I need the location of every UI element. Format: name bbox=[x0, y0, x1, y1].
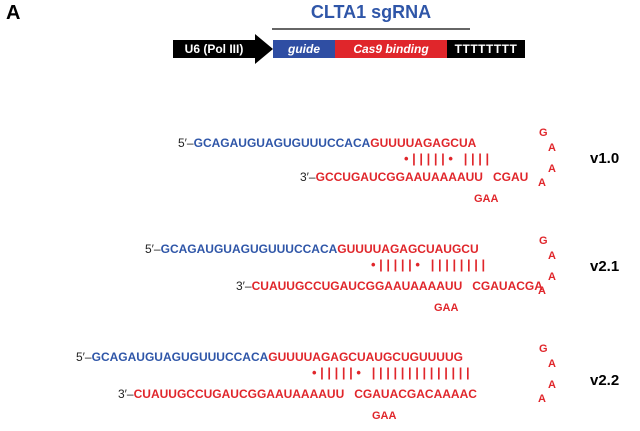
base-pair-marks: • | | | | | • | | | | | | | | bbox=[371, 257, 486, 272]
bottom-strand: 3′–CUAUUGCCUGAUCGGAAUAAAAUU CGAUACGACAAA… bbox=[118, 387, 477, 401]
scaffold-sequence: GUUUUAGAGCUAUGCUGUUUUG bbox=[268, 350, 463, 364]
loop-a: A bbox=[548, 250, 556, 262]
three-prime-label: 3′– bbox=[236, 279, 252, 293]
title-rule bbox=[272, 28, 470, 30]
loop-a: A bbox=[548, 358, 556, 370]
base-pair-marks: • | | | | | • | | | | | | | | | | | | | … bbox=[312, 365, 470, 380]
top-strand: 5′–GCAGAUGUAGUGUUUCCACAGUUUUAGAGCUAUGCUG… bbox=[76, 350, 463, 364]
bottom-sequence: GCCUGAUCGGAAUAAAAUU CGAU bbox=[315, 170, 529, 184]
loop-a: A bbox=[538, 177, 546, 189]
loop-g: G bbox=[539, 235, 548, 247]
bottom-strand: 3′–GCCUGAUCGGAAUAAAAUU CGAU bbox=[300, 170, 528, 184]
loop-a: A bbox=[538, 393, 546, 405]
bottom-strand: 3′–CUAUUGCCUGAUCGGAAUAAAAUU CGAUACGA bbox=[236, 279, 543, 293]
guide-sequence: GCAGAUGUAGUGUUUCCACA bbox=[91, 350, 269, 364]
loop-a: A bbox=[548, 163, 556, 175]
loop-a: A bbox=[548, 271, 556, 283]
loop-g: G bbox=[539, 127, 548, 139]
three-prime-label: 3′– bbox=[300, 170, 316, 184]
top-strand: 5′–GCAGAUGUAGUGUUUCCACAGUUUUAGAGCUA bbox=[178, 136, 476, 150]
promoter-segment: U6 (Pol III) bbox=[173, 40, 255, 58]
guide-sequence: GCAGAUGUAGUGUUUCCACA bbox=[193, 136, 371, 150]
five-prime-label: 5′– bbox=[76, 350, 92, 364]
base-pair-marks: • | | | | | • | | | | bbox=[404, 151, 490, 166]
loop-g: G bbox=[539, 343, 548, 355]
scaffold-sequence: GUUUUAGAGCUAUGCU bbox=[337, 242, 479, 256]
loop-a: A bbox=[548, 379, 556, 391]
bulge-label: GAA bbox=[474, 193, 499, 205]
five-prime-label: 5′– bbox=[145, 242, 161, 256]
bottom-sequence: CUAUUGCCUGAUCGGAAUAAAAUU CGAUACGA bbox=[251, 279, 543, 293]
version-label: v1.0 bbox=[590, 150, 620, 167]
scaffold-sequence: GUUUUAGAGCUA bbox=[370, 136, 477, 150]
version-label: v2.1 bbox=[590, 258, 620, 275]
bulge-label: GAA bbox=[372, 410, 397, 422]
top-strand: 5′–GCAGAUGUAGUGUUUCCACAGUUUUAGAGCUAUGCU bbox=[145, 242, 479, 256]
promoter-arrow-icon bbox=[255, 34, 273, 64]
guide-segment: guide bbox=[273, 40, 335, 58]
panel-letter: A bbox=[6, 2, 21, 24]
guide-sequence: GCAGAUGUAGUGUUUCCACA bbox=[160, 242, 338, 256]
bulge-label: GAA bbox=[434, 302, 459, 314]
loop-a: A bbox=[538, 285, 546, 297]
loop-a: A bbox=[548, 142, 556, 154]
cas9-binding-segment: Cas9 binding bbox=[335, 40, 447, 58]
bottom-sequence: CUAUUGCCUGAUCGGAAUAAAAUU CGAUACGACAAAAC bbox=[133, 387, 477, 401]
version-label: v2.2 bbox=[590, 372, 620, 389]
five-prime-label: 5′– bbox=[178, 136, 194, 150]
three-prime-label: 3′– bbox=[118, 387, 134, 401]
construct-title: CLTA1 sgRNA bbox=[310, 2, 432, 22]
terminator-segment: TTTTTTTT bbox=[447, 40, 525, 58]
